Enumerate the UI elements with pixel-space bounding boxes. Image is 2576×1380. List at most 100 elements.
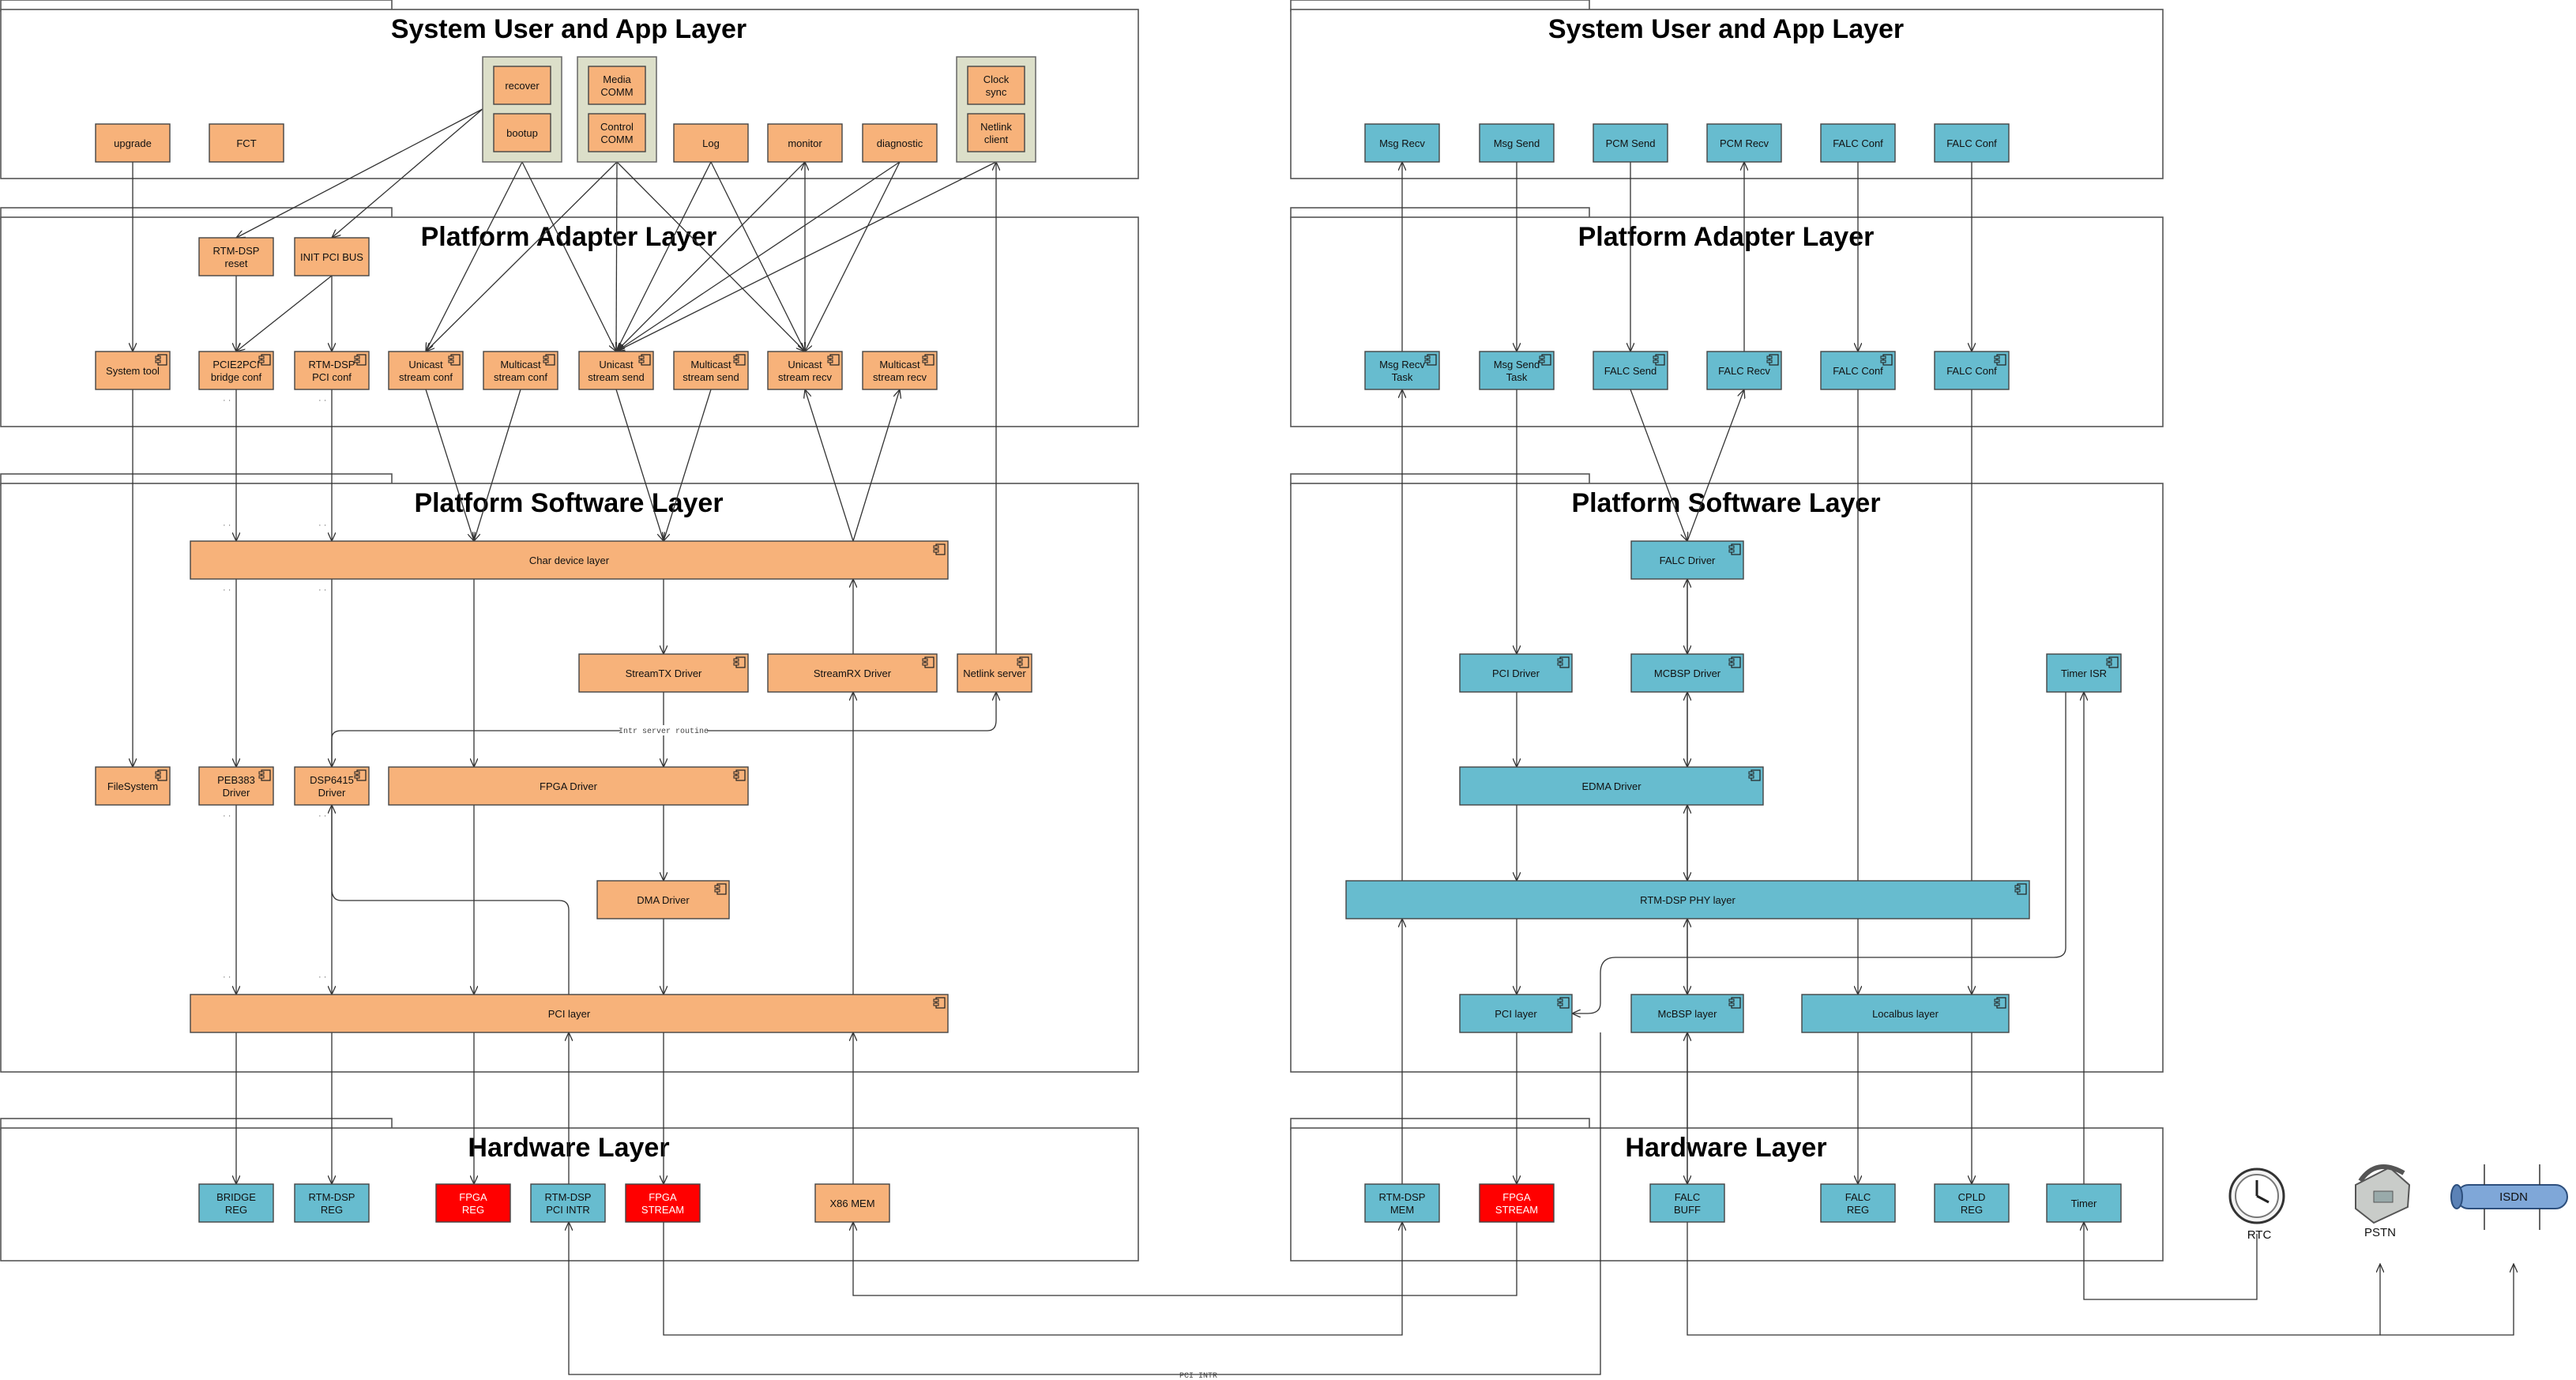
connector xyxy=(615,389,664,541)
right-software-falc-driver-box: FALC Driver xyxy=(1630,540,1744,580)
connector xyxy=(616,161,997,352)
dotted-marker: · · xyxy=(318,972,326,982)
left-app-recover-box: recover xyxy=(493,66,551,105)
connector xyxy=(426,161,523,352)
component-icon xyxy=(1557,997,1570,1009)
right-software-pci-driver-box: PCI Driver xyxy=(1459,653,1573,693)
component-icon xyxy=(2106,656,2119,668)
component-icon xyxy=(1728,656,1741,668)
rtc-clock-icon xyxy=(2228,1168,2285,1224)
connector xyxy=(1687,389,1744,542)
right-software-edma-driver-label: EDMA Driver xyxy=(1581,780,1641,792)
left-software-fpga-driver-box: FPGA Driver xyxy=(388,766,749,806)
left-app-upgrade-box: upgrade xyxy=(95,123,171,163)
connector xyxy=(616,161,901,352)
connector xyxy=(1687,1222,2380,1336)
component-icon xyxy=(638,354,651,366)
left-app-diagnostic-box: diagnostic xyxy=(862,123,938,163)
intr-server-routine-label: Intr server routine xyxy=(619,727,709,736)
left-layers-app-title: System User and App Layer xyxy=(391,14,746,44)
connector xyxy=(2380,1264,2514,1336)
right-hardware-timer-box: Timer xyxy=(2046,1183,2122,1223)
left-layers-adapter-title: Platform Adapter Layer xyxy=(421,222,717,252)
connector xyxy=(616,161,617,352)
left-software-filesystem-label: FileSystem xyxy=(107,780,158,792)
connector xyxy=(616,161,806,352)
connector xyxy=(1630,389,1687,541)
component-icon xyxy=(155,769,167,781)
component-icon xyxy=(258,769,271,781)
isdn-cable-icon xyxy=(2450,1164,2568,1230)
left-hardware-x86-mem-label: X86 MEM xyxy=(829,1198,874,1209)
pstn-label: PSTN xyxy=(2364,1226,2396,1239)
connector xyxy=(425,389,474,541)
left-software-filesystem-box: FileSystem xyxy=(95,766,171,806)
right-layers-adapter-title: Platform Adapter Layer xyxy=(1578,222,1875,252)
right-software-phy-layer-label: RTM-DSP PHY layer xyxy=(1640,894,1736,906)
isdn-label: ISDN xyxy=(2499,1190,2528,1204)
left-layers-app-frame xyxy=(0,9,1139,179)
connector xyxy=(332,108,483,238)
right-adapter-falc-send-label: FALC Send xyxy=(1604,365,1657,377)
component-icon xyxy=(1539,354,1551,366)
right-adapter-falc-conf-2-label: FALC Conf xyxy=(1946,365,1997,377)
right-adapter-falc-conf-1-label: FALC Conf xyxy=(1833,365,1883,377)
right-layers-adapter-frame xyxy=(1290,216,2164,427)
connector xyxy=(852,389,900,542)
right-software-timer-isr-label: Timer ISR xyxy=(2061,667,2107,679)
left-software-fpga-driver-label: FPGA Driver xyxy=(540,780,598,792)
component-icon xyxy=(922,656,935,668)
left-software-netlink-server-label: Netlink server xyxy=(963,667,1026,679)
right-app-pcm-send-label: PCM Send xyxy=(1606,137,1656,149)
pstn-phone-icon xyxy=(2355,1164,2411,1224)
rtc-label: RTC xyxy=(2247,1228,2272,1242)
connector xyxy=(805,161,901,352)
left-app-fct-label: FCT xyxy=(236,137,256,149)
connector xyxy=(332,805,570,995)
left-app-monitor-label: monitor xyxy=(788,137,822,149)
left-software-char-device-label: Char device layer xyxy=(529,555,610,566)
component-icon xyxy=(543,354,555,366)
component-icon xyxy=(1728,997,1741,1009)
right-layers-software-title: Platform Software Layer xyxy=(1571,488,1880,518)
dotted-marker: · · xyxy=(223,396,231,405)
component-icon xyxy=(1766,354,1779,366)
component-icon xyxy=(933,543,946,555)
component-icon xyxy=(733,656,746,668)
right-software-localbus-layer-label: Localbus layer xyxy=(1872,1008,1939,1020)
right-software-edma-driver-box: EDMA Driver xyxy=(1459,766,1764,806)
right-app-msg-send-label: Msg Send xyxy=(1494,137,1540,149)
right-app-pcm-send-box: PCM Send xyxy=(1593,123,1668,163)
left-layers-adapter-frame xyxy=(0,216,1139,427)
dotted-marker: · · xyxy=(318,396,326,405)
component-icon xyxy=(354,354,367,366)
left-adapter-init-pci-bus-label: INIT PCI BUS xyxy=(300,251,363,263)
dotted-marker: · · xyxy=(223,585,231,595)
right-layers-app-title: System User and App Layer xyxy=(1548,14,1904,44)
